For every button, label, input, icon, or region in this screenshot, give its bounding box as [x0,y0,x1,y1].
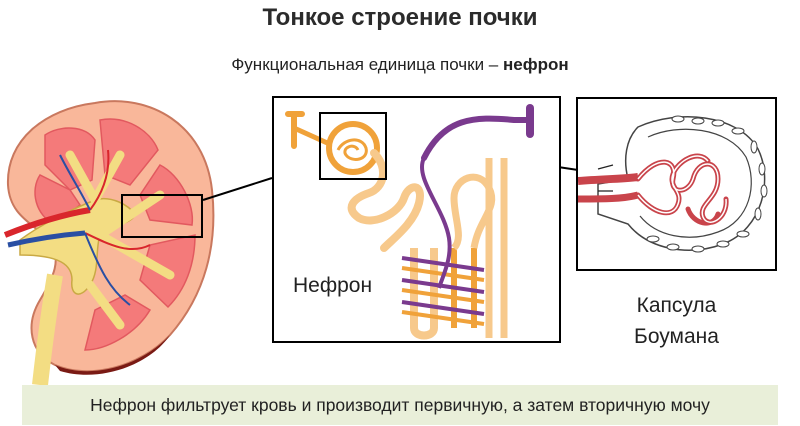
kidney-zoom-box [121,194,203,238]
bowman-capsule-label: Капсула Боумана [576,290,777,352]
nephron-diagram [285,104,534,340]
subtitle-emphasis: нефрон [502,55,569,74]
footer-caption: Нефрон фильтрует кровь и производит перв… [22,385,778,425]
subtitle-text: Функциональная единица почки – [231,55,503,74]
page-title: Тонкое строение почки [262,4,538,31]
nephron-panel: Нефрон [272,96,561,343]
bowman-capsule-panel [576,97,777,271]
bowman-capsule-label-line2: Боумана [634,325,719,348]
bowman-capsule-diagram [578,115,768,253]
subtitle: Функциональная единица почки – нефрон [0,55,800,75]
kidney-illustration [3,100,215,385]
bowman-capsule-label-line1: Капсула [636,294,717,317]
nephron-label: Нефрон [293,274,373,297]
glomerulus-zoom-box [319,112,387,180]
